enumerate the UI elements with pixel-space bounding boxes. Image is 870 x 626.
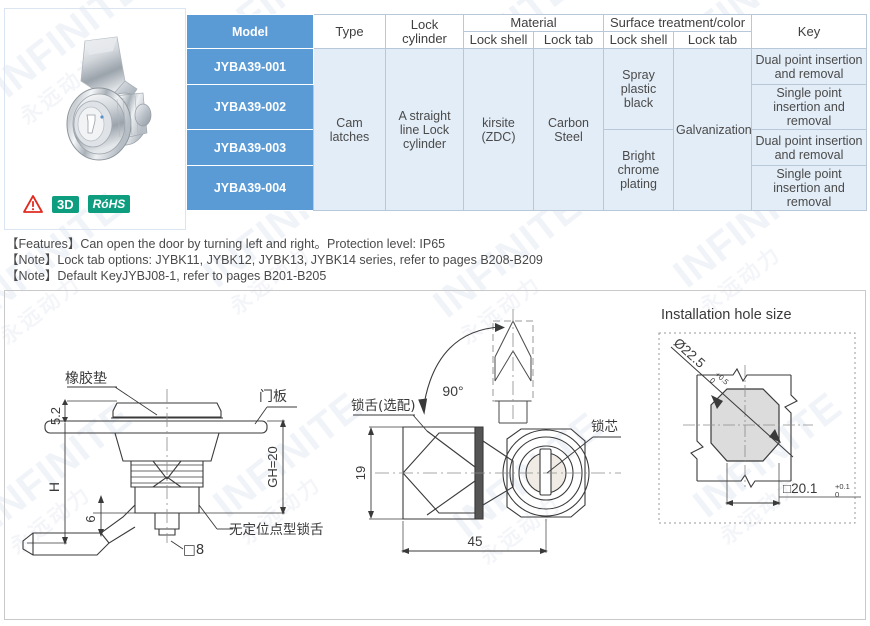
- col-header-model: Model: [186, 14, 314, 49]
- table-header-row-2: Lock shell Lock tab Lock shell Lock tab: [187, 31, 867, 49]
- label-rubber-gasket: 橡胶垫: [65, 370, 107, 387]
- dim-45-label: 45: [467, 534, 482, 549]
- col-header-material-lock-tab: Lock tab: [533, 31, 604, 49]
- col-header-key: Key: [751, 14, 867, 49]
- dim-5-2-label: 5.2: [48, 407, 63, 425]
- cell-model[interactable]: JYBA39-004: [186, 165, 314, 211]
- dim-square-tol-lower: 0: [835, 490, 839, 499]
- cell-lock-cylinder: A straight line Lock cylinder: [385, 48, 464, 211]
- note-default-key: 【Note】Default KeyJYBJ08-1, refer to page…: [6, 269, 327, 283]
- installation-hole-title: Installation hole size: [661, 307, 792, 323]
- drawing-installation-hole: Installation hole size Ø22.5 +0.5 0: [658, 307, 861, 524]
- label-lock-core: 锁芯: [591, 419, 618, 435]
- label-lock-tab-nonlocating: 无定位点型锁舌: [229, 522, 324, 538]
- specification-table: Model Type Lock cylinder Material Surfac…: [186, 14, 867, 211]
- product-header-area: 3D RóHS Model Type Lock cylinder Materia…: [0, 8, 870, 230]
- cell-model[interactable]: JYBA39-001: [186, 48, 314, 85]
- notes-section: 【Features】Can open the door by turning l…: [6, 236, 866, 284]
- cell-model[interactable]: JYBA39-002: [186, 84, 314, 130]
- note-lock-tab-options: 【Note】Lock tab options: JYBK11, JYBK12, …: [6, 253, 543, 267]
- warning-icon: [23, 195, 43, 213]
- dim-diameter-tol-lower: 0: [708, 376, 717, 385]
- table-header-row-1: Model Type Lock cylinder Material Surfac…: [186, 14, 867, 49]
- cell-surface-lock-shell: Bright chrome plating: [603, 129, 674, 211]
- label-door-panel: 门板: [259, 389, 287, 405]
- drawing-side-view: 5.2 H 6 GH=20 橡胶垫: [22, 370, 324, 558]
- cell-surface-lock-shell: Spray plastic black: [603, 48, 674, 130]
- col-header-surface-lock-tab: Lock tab: [673, 31, 752, 49]
- cell-key: Dual point insertion and removal: [751, 48, 867, 85]
- dim-h-label: H: [46, 482, 62, 492]
- certification-badges: 3D RóHS: [23, 195, 131, 213]
- cell-key: Single point insertion and removal: [751, 84, 867, 130]
- col-header-lock-cylinder: Lock cylinder: [385, 14, 464, 49]
- label-lock-tab-optional: 锁舌(选配): [351, 398, 416, 414]
- table-row: JYBA39-001 Cam latches A straight line L…: [186, 48, 867, 211]
- dim-19-label: 19: [353, 466, 368, 480]
- technical-drawings-panel: 5.2 H 6 GH=20 橡胶垫: [4, 290, 866, 620]
- col-header-material: Material: [463, 14, 604, 32]
- dim-square-label: □20.1: [783, 481, 817, 496]
- cell-type: Cam latches: [313, 48, 386, 211]
- label-square-8: □8: [183, 542, 204, 558]
- col-header-surface-treatment: Surface treatment/color: [603, 14, 752, 32]
- col-header-surface-lock-shell: Lock shell: [603, 31, 674, 49]
- 3d-badge: 3D: [52, 195, 79, 213]
- col-header-material-lock-shell: Lock shell: [463, 31, 534, 49]
- col-header-type: Type: [313, 14, 386, 49]
- cell-material-lock-tab: Carbon Steel: [533, 48, 604, 211]
- cell-key: Single point insertion and removal: [751, 165, 867, 211]
- note-features: 【Features】Can open the door by turning l…: [6, 237, 446, 251]
- cell-material-lock-shell: kirsite (ZDC): [463, 48, 534, 211]
- cell-key: Dual point insertion and removal: [751, 129, 867, 166]
- table-row: JYBA39-002 Single point insertion and re…: [186, 84, 867, 130]
- cell-model[interactable]: JYBA39-003: [186, 129, 314, 166]
- rohs-badge: RóHS: [87, 195, 131, 213]
- hole-frame: [658, 332, 856, 524]
- product-photo: [66, 36, 152, 161]
- cell-surface-lock-tab: Galvanization: [673, 48, 752, 211]
- dim-diameter-label: Ø22.5: [671, 335, 708, 371]
- dim-6-label: 6: [83, 515, 98, 522]
- product-image-box: 3D RóHS: [4, 8, 186, 230]
- dim-square-tol-upper: +0.1: [835, 482, 850, 491]
- dim-gh-label: GH=20: [265, 446, 280, 488]
- table-row: JYBA39-003 Bright chrome plating Dual po…: [186, 129, 867, 211]
- table-row: JYBA39-004 Single point insertion and re…: [186, 165, 867, 211]
- drawing-rotation-view: 90°: [351, 309, 621, 554]
- angle-90-label: 90°: [442, 383, 463, 399]
